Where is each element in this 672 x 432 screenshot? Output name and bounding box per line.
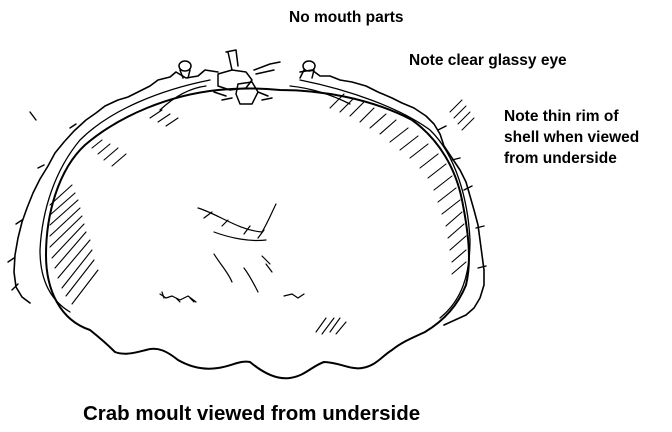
- eye-right: [300, 61, 315, 78]
- annotation-no-mouth-parts: No mouth parts: [289, 8, 404, 28]
- hatching-rim-right: [450, 100, 474, 130]
- hatching-upper-left: [92, 110, 178, 166]
- figure-caption: Crab moult viewed from underside: [83, 401, 420, 427]
- hatching-left: [50, 185, 98, 304]
- annotation-thin-rim-line-3: from underside: [504, 148, 639, 169]
- mouth-region: [214, 50, 280, 104]
- annotation-thin-rim: Note thin rim of shell when viewed from …: [504, 106, 639, 169]
- carapace-rim-left: [14, 70, 218, 303]
- hatching-right: [330, 94, 466, 274]
- underside-body: [46, 89, 469, 379]
- inner-rim: [40, 80, 210, 312]
- annotation-thin-rim-line-1: Note thin rim of: [504, 106, 639, 127]
- hatching-lower-right: [316, 318, 346, 334]
- central-markings: [160, 204, 304, 302]
- annotation-clear-glassy-eye: Note clear glassy eye: [409, 51, 567, 71]
- annotation-thin-rim-line-2: shell when viewed: [504, 127, 639, 148]
